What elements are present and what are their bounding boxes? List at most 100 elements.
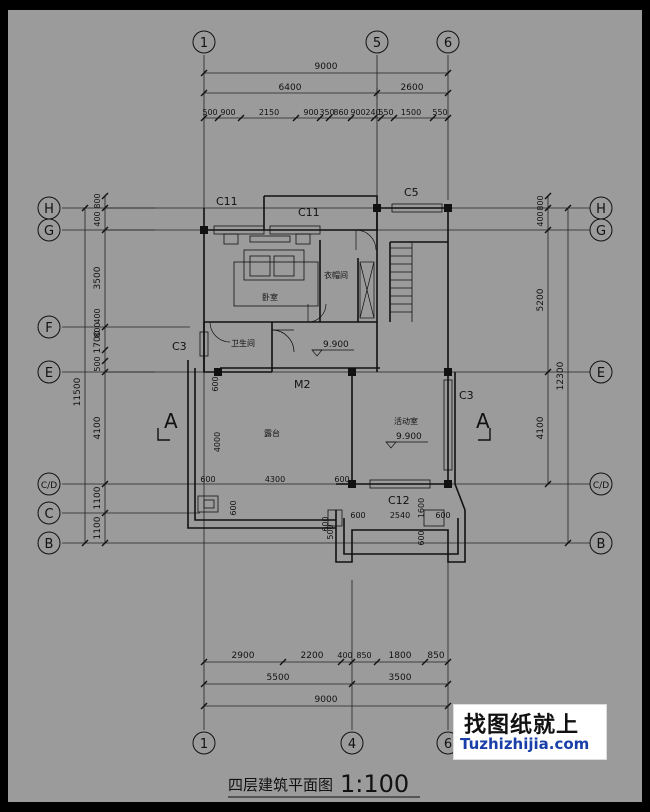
vertical-grid-lines — [203, 55, 449, 730]
room-label-closet: 衣帽间 — [324, 270, 348, 280]
grid-label-left: B — [45, 537, 54, 552]
dim-left: 4100 — [93, 416, 103, 439]
room-label-bedroom: 卧室 — [262, 292, 278, 302]
dim-interior: 600 — [321, 516, 330, 531]
label-c3: C3 — [172, 340, 187, 353]
dim-left: 400 — [93, 308, 102, 323]
dim-top-overall: 9000 — [315, 62, 338, 72]
top-dimension-lines — [204, 72, 448, 119]
label-c3: C3 — [459, 389, 474, 402]
top-dimension-text: 9000 6400 2600 500 900 2150 900 350 860 … — [202, 62, 447, 117]
grid-bubble-left-C — [37, 501, 61, 525]
elevation-marks: 9.900 9.900 — [311, 340, 428, 449]
dim-interior: 4000 — [213, 432, 222, 452]
grid-bubble-left-F — [37, 315, 61, 339]
bottom-dimension-lines — [204, 661, 448, 707]
right-dimension-ticks — [544, 192, 572, 547]
grid-bubble-right-G — [589, 218, 613, 242]
dim-bottom-row1: 400 — [337, 651, 352, 660]
bed — [223, 233, 319, 307]
dim-interior: 600 — [350, 511, 365, 520]
dim-bottom-row2: 5500 — [267, 673, 290, 683]
dim-left: 1100 — [93, 516, 103, 539]
stairs — [390, 242, 413, 322]
interior-dimensions: 4000 600 4300 600 600 600 600 500 2540 1… — [200, 376, 450, 545]
windows — [199, 203, 453, 489]
dim-bottom-overall: 9000 — [315, 695, 338, 705]
closet-shelves — [359, 261, 375, 319]
dim-interior: 500 — [326, 524, 335, 539]
dim-right: 400 — [536, 211, 545, 226]
watermark-chinese-text: 找图纸就上 — [464, 713, 580, 738]
grid-label-left: C/D — [41, 481, 57, 491]
dim-top-row3: 900 — [303, 108, 318, 117]
dim-bottom-row2: 3500 — [389, 673, 412, 683]
grid-bubble-bottom-1 — [192, 731, 216, 755]
grid-bubble-bottom-4 — [340, 731, 364, 755]
grid-bubble-right-B — [589, 531, 613, 555]
dim-bottom-row1: 1800 — [389, 651, 412, 661]
dim-left: 500 — [93, 356, 102, 371]
label-c5: C5 — [404, 186, 419, 199]
room-labels: 卧室 衣帽间 卫生间 露台 活动室 — [231, 270, 418, 438]
grid-label-bottom: 6 — [444, 737, 452, 752]
room-label-terrace: 露台 — [264, 428, 280, 438]
dim-interior: 4300 — [265, 475, 285, 484]
terrace-details — [197, 495, 445, 527]
bottom-dimension-ticks — [200, 658, 452, 710]
left-dimension-ticks — [81, 192, 109, 547]
dim-top-row3: 550 — [378, 108, 393, 117]
label-m2: M2 — [294, 378, 311, 391]
grid-label-left: E — [45, 366, 53, 381]
grid-label-right: B — [597, 537, 606, 552]
drawing-title: 四层建筑平面图 — [228, 776, 333, 794]
grid-bubbles — [37, 30, 613, 755]
dim-top-row3: 2150 — [259, 108, 279, 117]
dim-bottom-row1: 2900 — [232, 651, 255, 661]
dim-left: 1100 — [93, 486, 103, 509]
dim-interior: 1600 — [417, 498, 426, 518]
elevation-text: 9.900 — [396, 432, 422, 442]
grid-label-bottom: 1 — [200, 737, 208, 752]
label-c12: C12 — [388, 494, 410, 507]
opening-labels: C11 C11 C5 C3 C3 M2 C12 — [172, 186, 474, 507]
room-label-activity: 活动室 — [394, 416, 418, 426]
dim-interior: 600 — [334, 475, 349, 484]
dim-top-row3: 350 — [319, 108, 334, 117]
watermark[interactable]: 找图纸就上 Tuzhizhijia.com — [453, 704, 607, 760]
dim-bottom-row1: 850 — [427, 651, 444, 661]
dim-top-row3: 550 — [432, 108, 447, 117]
dim-top-row3: 240 — [365, 108, 380, 117]
dim-right-overall: 12300 — [556, 361, 566, 390]
left-dimension-text: 11500 800 400 3500 1700 800 400 500 4100… — [73, 193, 103, 539]
dim-interior: 600 — [417, 530, 426, 545]
grid-bubble-labels: 1 5 6 1 4 6 H G F E C/D C B H G E C/D B — [41, 36, 609, 752]
dim-left: 1700 — [93, 330, 103, 353]
grid-label-bottom: 4 — [348, 737, 356, 752]
dim-left-overall: 11500 — [73, 377, 83, 406]
right-dimension-lines — [547, 196, 569, 543]
dim-bottom-row1: 2200 — [301, 651, 324, 661]
grid-bubble-right-E — [589, 360, 613, 384]
grid-bubble-left-G — [37, 218, 61, 242]
dim-top-row3: 500 — [202, 108, 217, 117]
dim-interior: 600 — [435, 511, 450, 520]
dim-right: 800 — [536, 195, 545, 210]
horizontal-grid-lines — [62, 207, 590, 544]
drawing-scale: 1:100 — [340, 770, 409, 798]
grid-bubble-top-5 — [365, 30, 389, 54]
section-mark-a: A — [476, 409, 490, 433]
dim-bottom-row1: 850 — [356, 651, 371, 660]
dim-interior: 600 — [200, 475, 215, 484]
dim-top-row2: 6400 — [279, 83, 302, 93]
grid-label-left: F — [45, 321, 52, 336]
grid-bubble-left-CD — [37, 472, 61, 496]
room-label-bathroom: 卫生间 — [231, 338, 255, 348]
top-dimension-ticks — [200, 69, 452, 122]
bottom-dimension-text: 2900 2200 400 850 1800 850 5500 3500 900… — [232, 651, 445, 705]
grid-label-left: C — [44, 507, 53, 522]
section-marks: A A — [157, 409, 491, 441]
dim-left: 400 — [93, 211, 102, 226]
